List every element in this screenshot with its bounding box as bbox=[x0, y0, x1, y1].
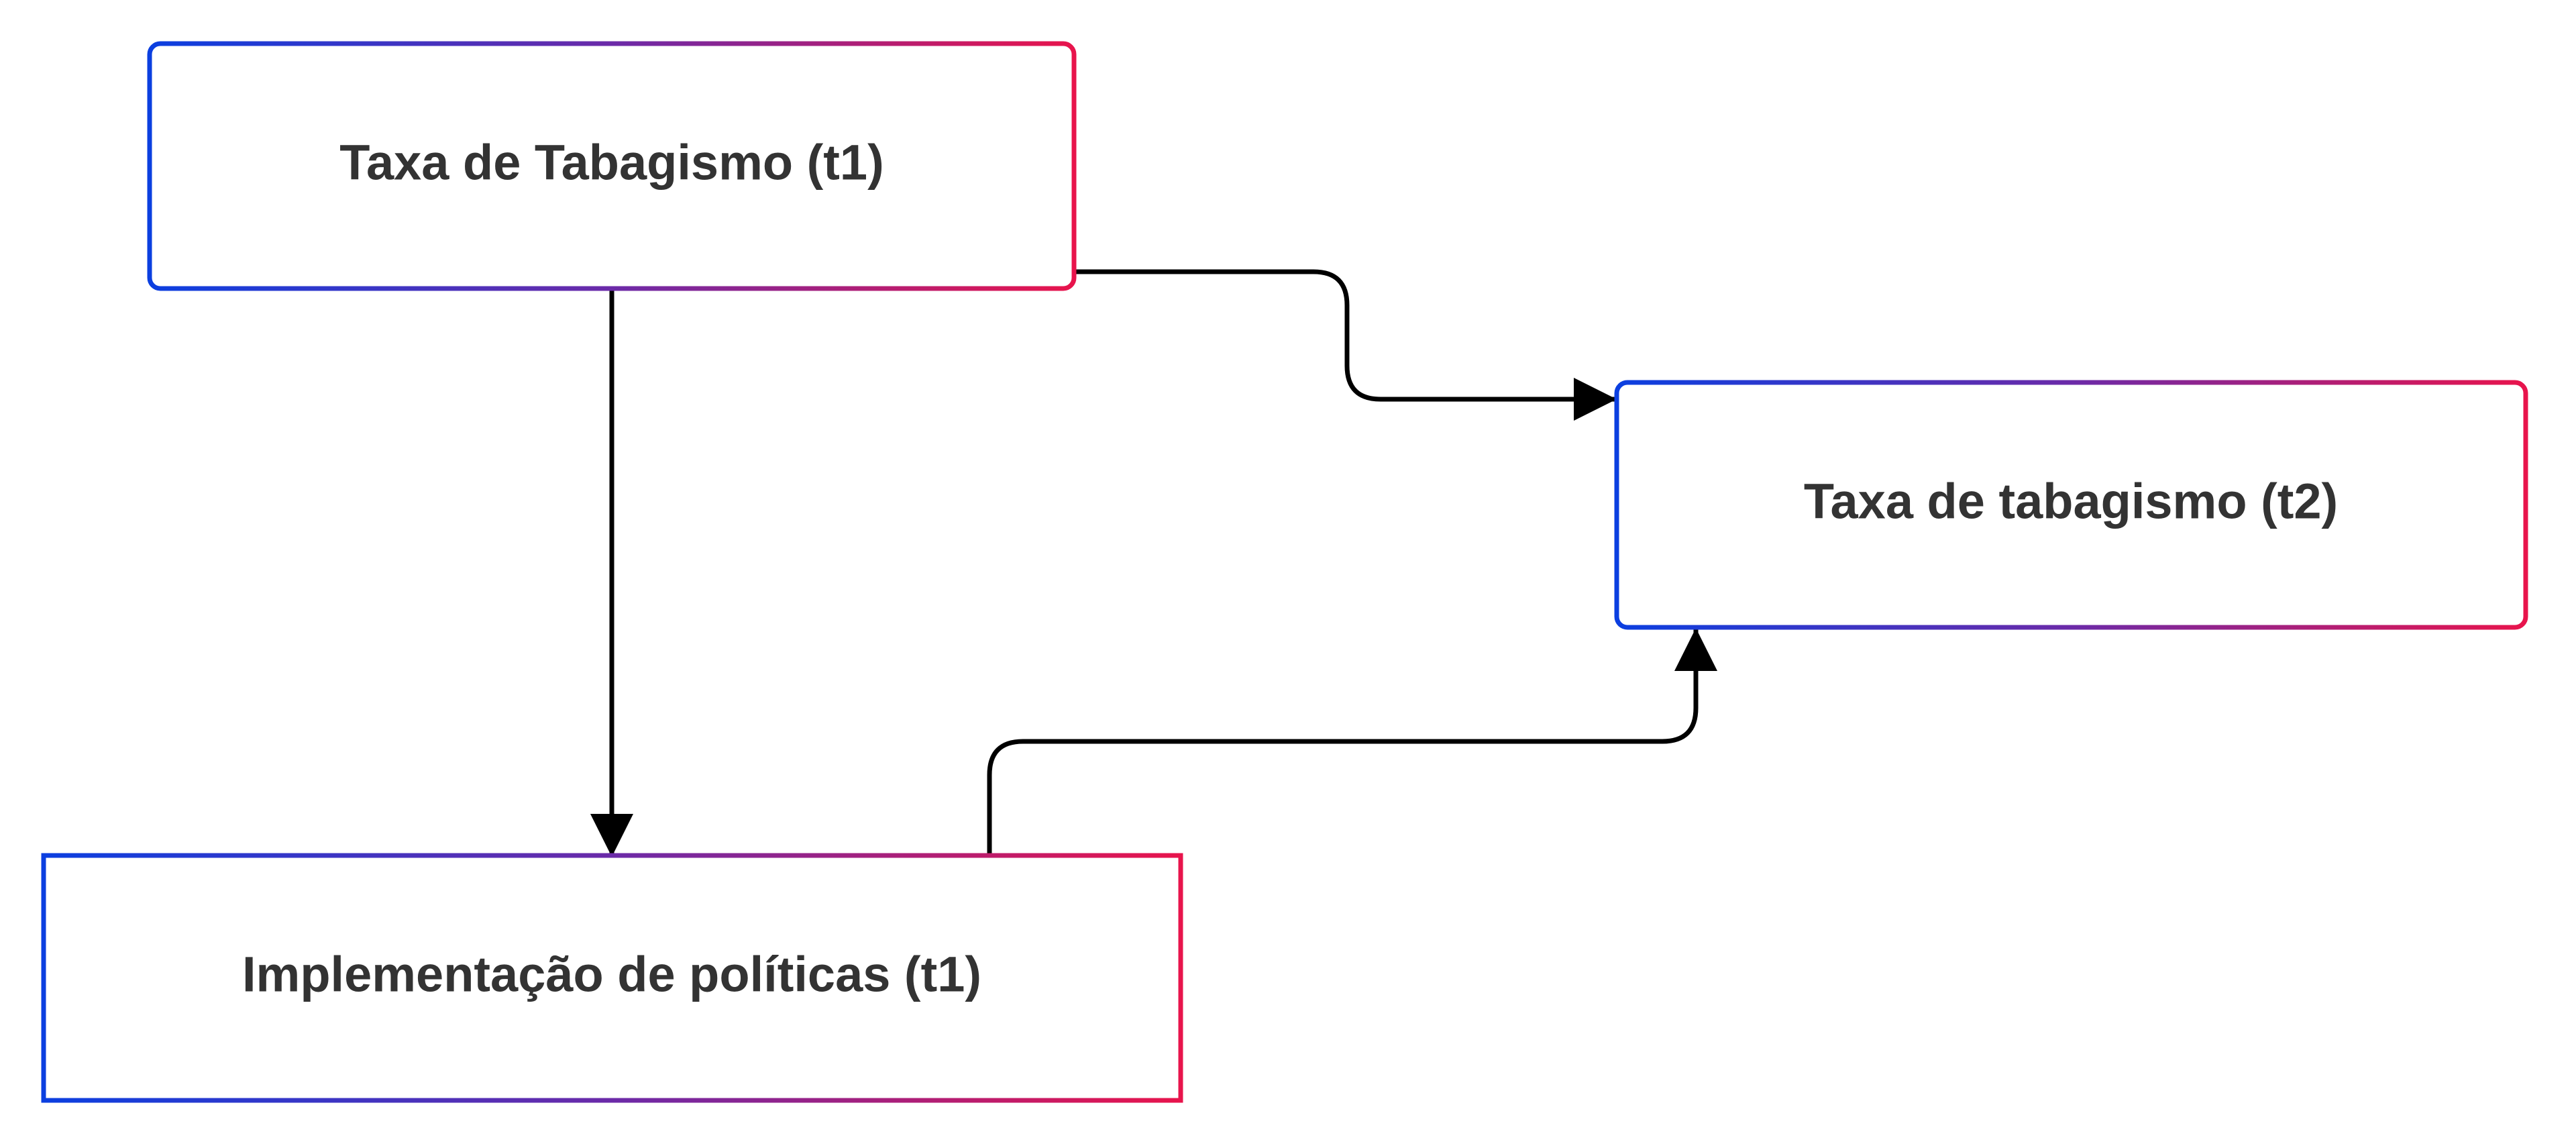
node-box bbox=[147, 41, 1077, 291]
node-policy-implementation-t1[interactable]: Implementação de políticas (t1) bbox=[41, 853, 1183, 1103]
node-smoking-rate-t2[interactable]: Taxa de tabagismo (t2) bbox=[1614, 380, 2528, 630]
edges bbox=[590, 269, 1717, 857]
node-box bbox=[1614, 380, 2528, 630]
node-label: Implementação de políticas (t1) bbox=[242, 947, 981, 1002]
node-smoking-rate-t1[interactable]: Taxa de Tabagismo (t1) bbox=[147, 41, 1077, 291]
node-box bbox=[41, 853, 1183, 1103]
node-label: Taxa de tabagismo (t2) bbox=[1804, 474, 2338, 529]
edge-policy-t1-to-smoking-t2 bbox=[987, 628, 1717, 855]
edge-smoking-t1-to-smoking-t2 bbox=[1076, 269, 1617, 421]
node-label: Taxa de Tabagismo (t1) bbox=[339, 135, 883, 191]
